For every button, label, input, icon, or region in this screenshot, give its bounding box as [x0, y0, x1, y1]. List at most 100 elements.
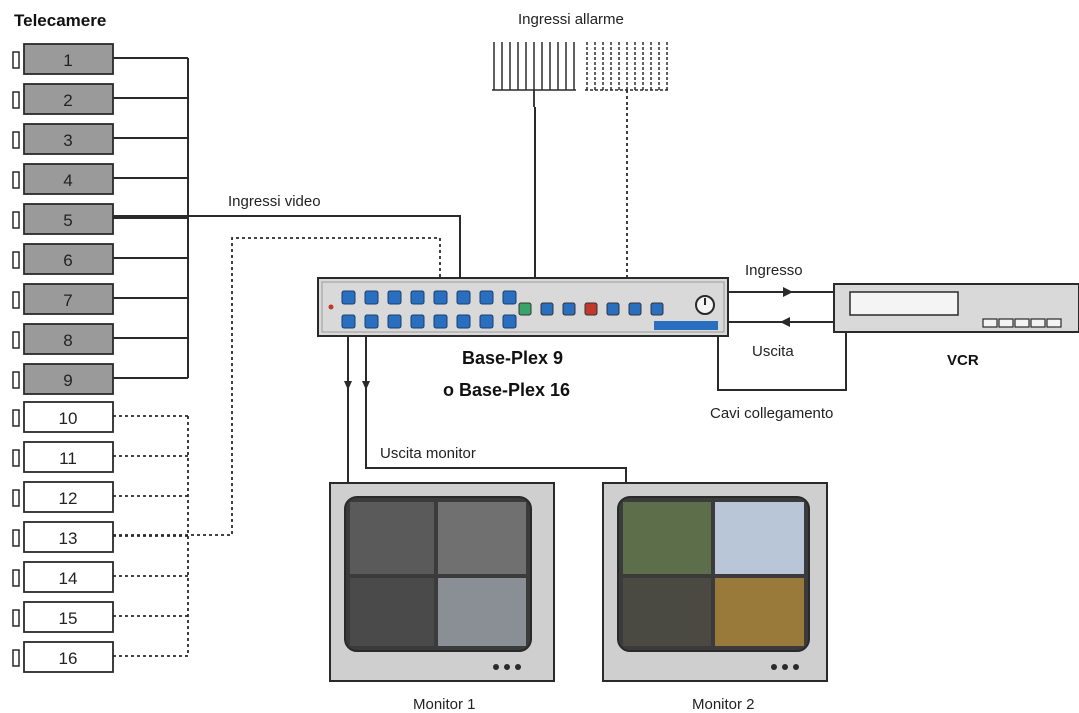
- label-alarm-inputs: Ingressi allarme: [518, 11, 624, 28]
- camera-5: 5: [12, 203, 188, 235]
- camera-body: [23, 163, 114, 195]
- function-button: [584, 302, 598, 316]
- camera-select-button: [364, 290, 379, 305]
- camera-body: [23, 521, 114, 553]
- multiplexer-unit: [317, 277, 729, 337]
- camera-number: 6: [63, 251, 72, 270]
- arrow-left-icon: [780, 317, 790, 327]
- camera-body: [23, 441, 114, 473]
- camera-select-button: [387, 290, 402, 305]
- camera-lens-icon: [12, 51, 20, 69]
- label-input: Ingresso: [745, 262, 803, 279]
- monitor-2: [602, 482, 828, 682]
- function-button: [650, 302, 664, 316]
- camera-lens-icon: [12, 211, 20, 229]
- camera-lens-icon: [12, 291, 20, 309]
- camera-9: 9: [12, 363, 188, 395]
- camera-number: 13: [59, 529, 78, 548]
- multiplexer-name-2: o Base-Plex 16: [443, 380, 570, 400]
- function-button: [606, 302, 620, 316]
- camera-13: 13: [12, 521, 188, 553]
- camera-select-button: [433, 314, 448, 329]
- arrow-down-icon: [362, 381, 370, 390]
- camera-select-button: [410, 314, 425, 329]
- camera-11: 11: [12, 441, 188, 473]
- label-cables: Cavi collegamento: [710, 405, 833, 422]
- camera-body: [23, 561, 114, 593]
- camera-12: 12: [12, 481, 188, 513]
- monitor2-label: Monitor 2: [692, 696, 755, 713]
- camera-number: 5: [63, 211, 72, 230]
- camera-lens-icon: [12, 449, 20, 467]
- camera-lens-icon: [12, 251, 20, 269]
- brand-logo: [654, 321, 718, 330]
- camera-select-button: [410, 290, 425, 305]
- camera-6: 6: [12, 243, 188, 275]
- camera-select-button: [364, 314, 379, 329]
- camera-number: 14: [59, 569, 78, 588]
- function-button: [518, 302, 532, 316]
- function-button: [562, 302, 576, 316]
- camera-number: 11: [59, 449, 77, 468]
- arrow-right-icon: [783, 287, 793, 297]
- camera-14: 14: [12, 561, 188, 593]
- camera-15: 15: [12, 601, 188, 633]
- camera-number: 10: [59, 409, 78, 428]
- connection-cable-loop: [717, 332, 847, 391]
- camera-body: [23, 641, 114, 673]
- camera-body: [23, 123, 114, 155]
- camera-2: 2: [12, 83, 188, 115]
- camera-10: 10: [12, 401, 188, 433]
- camera-lens-icon: [12, 131, 20, 149]
- alarm-input-terminal-solid: [492, 42, 576, 107]
- camera-8: 8: [12, 323, 188, 355]
- camera-lens-icon: [12, 409, 20, 427]
- monitor2-out-line: [365, 336, 627, 483]
- camera-body: [23, 283, 114, 315]
- camera-select-button: [341, 314, 356, 329]
- camera-lens-icon: [12, 91, 20, 109]
- camera-select-button: [387, 314, 402, 329]
- camera-number: 4: [63, 171, 72, 190]
- camera-16: 16: [12, 641, 188, 673]
- camera-4: 4: [12, 163, 188, 195]
- diagram-title: Telecamere: [14, 11, 106, 30]
- camera-lens-icon: [12, 331, 20, 349]
- camera-select-button: [341, 290, 356, 305]
- camera-lens-icon: [12, 649, 20, 667]
- camera-body: [23, 43, 114, 75]
- camera-select-button: [502, 290, 517, 305]
- camera-lens-icon: [12, 171, 20, 189]
- camera-3: 3: [12, 123, 188, 155]
- vcr-label: VCR: [947, 352, 979, 369]
- camera-7: 7: [12, 283, 188, 315]
- camera-body: [23, 481, 114, 513]
- multiplexer-name-1: Base-Plex 9: [462, 348, 563, 368]
- label-video-inputs: Ingressi video: [228, 193, 321, 210]
- label-monitor-out: Uscita monitor: [380, 445, 476, 462]
- camera-select-button: [479, 314, 494, 329]
- camera-group-extra: 10 11 12 13 14 15 16: [12, 401, 188, 673]
- function-button: [540, 302, 554, 316]
- camera-select-button: [502, 314, 517, 329]
- video-input-line: [113, 215, 461, 280]
- camera-select-button: [456, 314, 471, 329]
- monitor-1: [329, 482, 555, 682]
- camera-number: 1: [63, 51, 72, 70]
- camera-number: 16: [59, 649, 78, 668]
- camera-1: 1: [12, 43, 188, 75]
- camera-body: [23, 401, 114, 433]
- camera-number: 8: [63, 331, 72, 350]
- camera-select-button: [456, 290, 471, 305]
- camera-lens-icon: [12, 489, 20, 507]
- alarm-input-terminal-dashed: [585, 42, 669, 107]
- arrow-down-icon: [344, 381, 352, 390]
- camera-group-active: 1 2 3 4 5 6 7 8 9: [12, 43, 188, 395]
- camera-number: 12: [59, 489, 78, 508]
- camera-select-button: [433, 290, 448, 305]
- camera-lens-icon: [12, 371, 20, 389]
- camera-number: 3: [63, 131, 72, 150]
- multiplexer-buttons: [341, 290, 664, 329]
- camera-body: [23, 83, 114, 115]
